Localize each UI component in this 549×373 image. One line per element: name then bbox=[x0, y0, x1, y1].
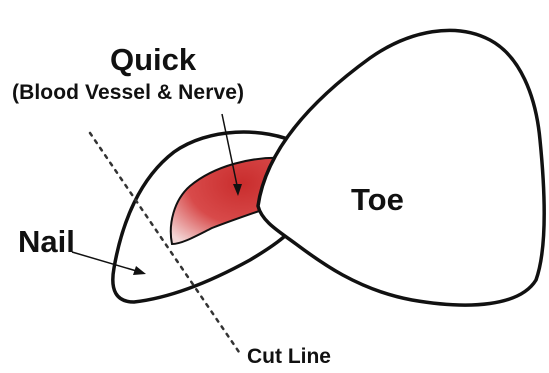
quick-label: Quick bbox=[110, 44, 196, 75]
toe-shape bbox=[258, 30, 544, 305]
cut-line-label: Cut Line bbox=[247, 346, 331, 367]
quick-detail-label: (Blood Vessel & Nerve) bbox=[12, 82, 244, 103]
nail-label: Nail bbox=[18, 226, 75, 257]
toe-label: Toe bbox=[351, 184, 404, 215]
